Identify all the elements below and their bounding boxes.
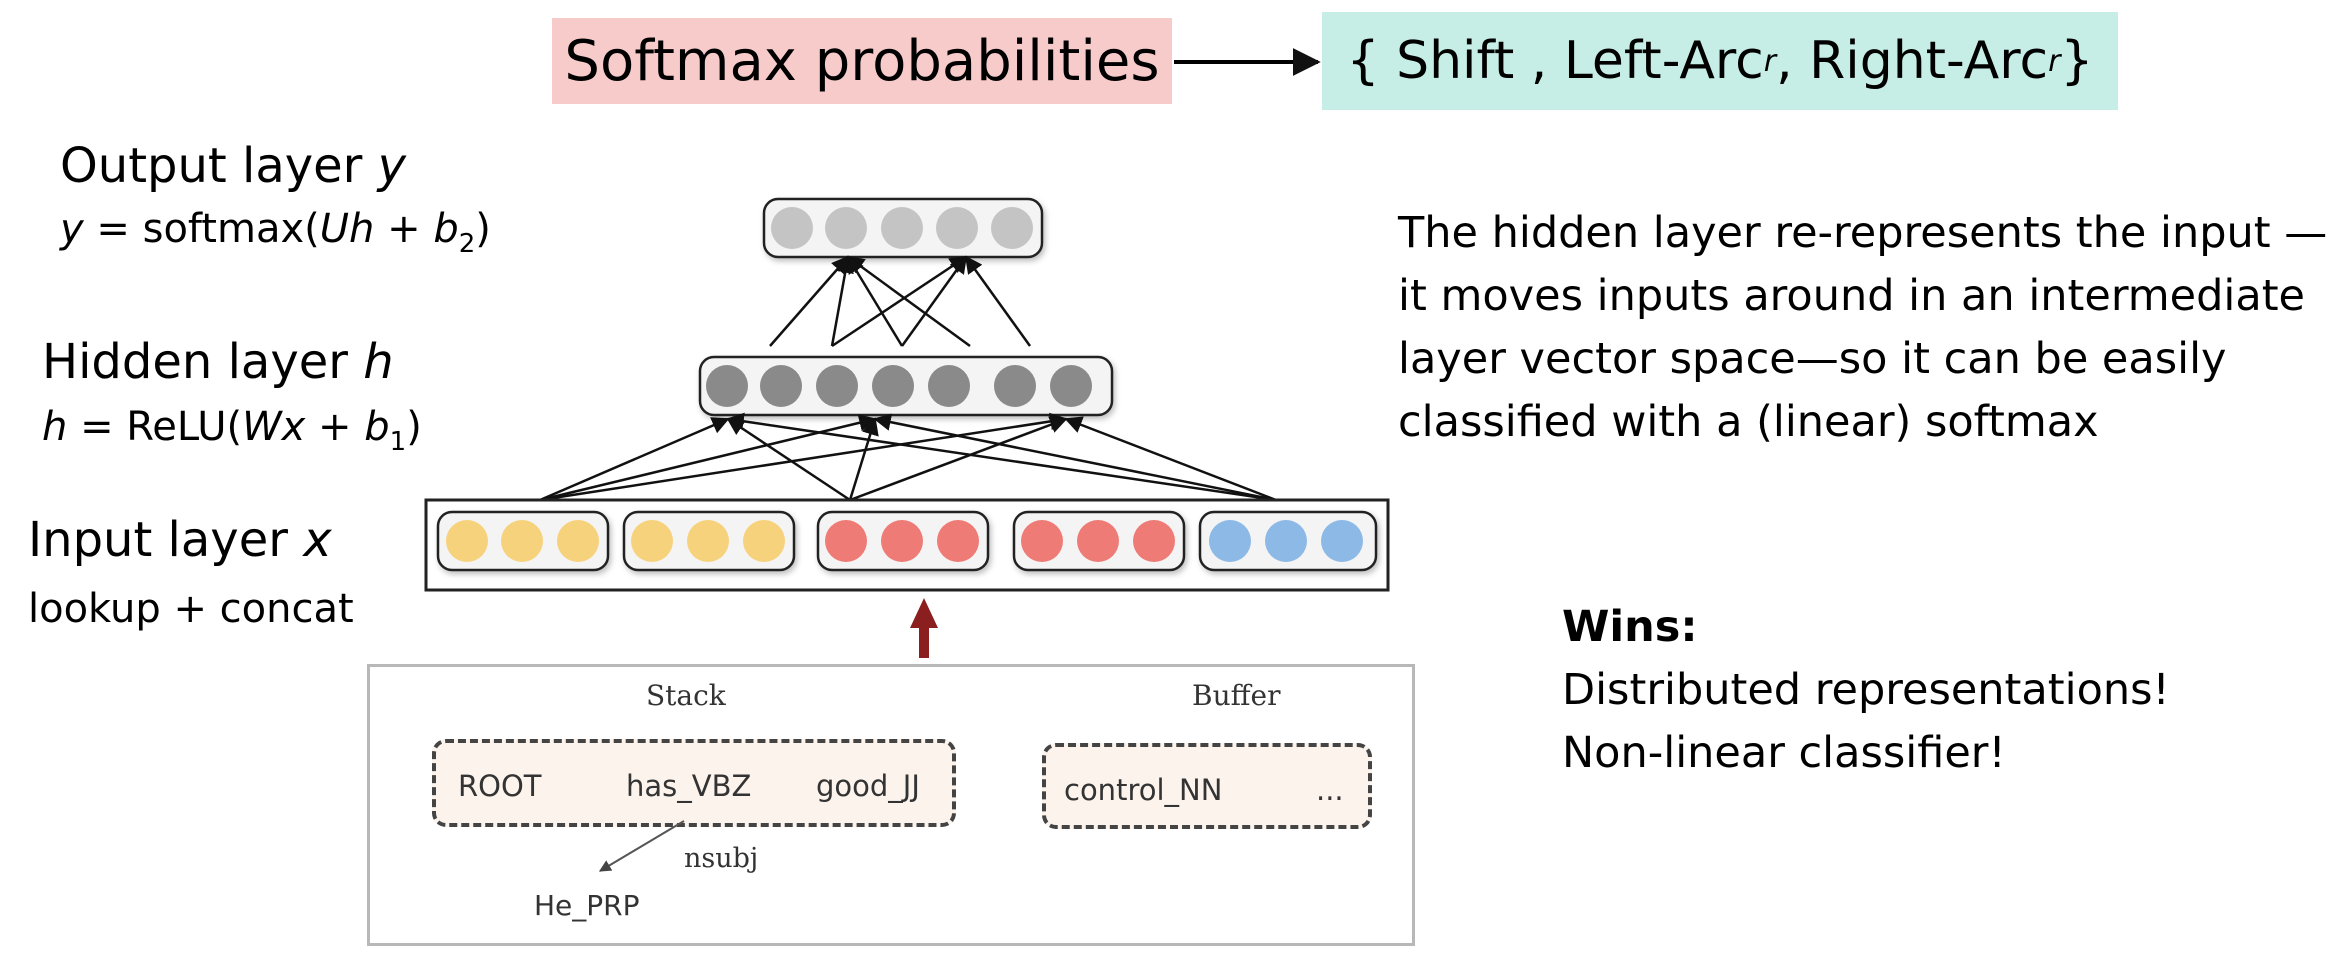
- input-node: [1209, 520, 1251, 562]
- buffer-item: control_NN: [1064, 773, 1223, 807]
- explanation-line: layer vector space—so it can be easily: [1398, 334, 2227, 384]
- input-to-hidden-arrows: [539, 412, 1277, 502]
- wins-title: Wins:: [1562, 602, 1698, 652]
- input-node: [687, 520, 729, 562]
- buffer-item: ...: [1316, 773, 1344, 807]
- input-group-blue: [1198, 510, 1378, 572]
- output-layer-equation: y = softmax(Uh + b2): [60, 206, 491, 259]
- stack-label: Stack: [646, 679, 726, 712]
- input-node: [1133, 520, 1175, 562]
- stack-item: good_JJ: [816, 769, 920, 803]
- nsubj-arc-line: [598, 820, 685, 872]
- input-group-yellow-1: [436, 510, 610, 572]
- hidden-to-output-arrows: [769, 255, 1032, 348]
- input-node: [1021, 520, 1063, 562]
- softmax-probabilities-label: Softmax probabilities: [552, 18, 1172, 104]
- hidden-layer: [698, 355, 1114, 417]
- input-layer-subtitle: lookup + concat: [28, 586, 354, 632]
- output-layer: [762, 197, 1044, 259]
- output-layer-title: Output layer y: [60, 138, 407, 194]
- buffer-label: Buffer: [1192, 679, 1281, 712]
- input-node: [743, 520, 785, 562]
- hidden-layer-title: Hidden layer h: [42, 334, 394, 390]
- dependency-arc: [598, 820, 685, 872]
- hidden-node: [706, 365, 748, 407]
- input-layer: [424, 498, 1390, 592]
- dependent-word: He_PRP: [534, 889, 640, 922]
- input-layer-title: Input layer x: [28, 512, 332, 568]
- output-node: [771, 207, 813, 249]
- explanation-line: classified with a (linear) softmax: [1398, 397, 2099, 447]
- stack-box: ROOT has_VBZ good_JJ: [432, 739, 956, 827]
- input-group-red-1: [816, 510, 990, 572]
- stack-item: has_VBZ: [626, 769, 752, 803]
- arc-label: nsubj: [684, 843, 759, 874]
- stack-item: ROOT: [458, 769, 542, 803]
- buffer-box: control_NN ...: [1042, 743, 1372, 829]
- hidden-node: [928, 365, 970, 407]
- hidden-node: [816, 365, 858, 407]
- output-node: [825, 207, 867, 249]
- wins-item: Distributed representations!: [1562, 665, 2170, 715]
- explanation-line: it moves inputs around in an intermediat…: [1398, 271, 2306, 321]
- hidden-node: [994, 365, 1036, 407]
- output-node: [936, 207, 978, 249]
- input-node: [937, 520, 979, 562]
- hidden-node: [760, 365, 802, 407]
- input-node: [1265, 520, 1307, 562]
- explanation-paragraph: The hidden layer re-represents the input…: [1398, 202, 2327, 454]
- input-group-red-2: [1012, 510, 1186, 572]
- input-node: [825, 520, 867, 562]
- hidden-layer-equation: h = ReLU(Wx + b1): [42, 404, 422, 457]
- configuration-to-input-arrow: [910, 598, 938, 658]
- parser-configuration-panel: Stack Buffer ROOT has_VBZ good_JJ contro…: [367, 664, 1415, 946]
- hidden-node: [1050, 365, 1092, 407]
- input-node: [631, 520, 673, 562]
- input-node: [557, 520, 599, 562]
- input-node: [501, 520, 543, 562]
- input-node: [446, 520, 488, 562]
- explanation-line: The hidden layer re-represents the input…: [1398, 208, 2328, 258]
- wins-item: Non-linear classifier!: [1562, 728, 2006, 778]
- output-node: [881, 207, 923, 249]
- input-group-yellow-2: [622, 510, 796, 572]
- input-node: [881, 520, 923, 562]
- input-node: [1321, 520, 1363, 562]
- hidden-node: [872, 365, 914, 407]
- output-node: [991, 207, 1033, 249]
- wins-block: Wins: Distributed representations! Non-l…: [1562, 596, 2170, 785]
- input-node: [1077, 520, 1119, 562]
